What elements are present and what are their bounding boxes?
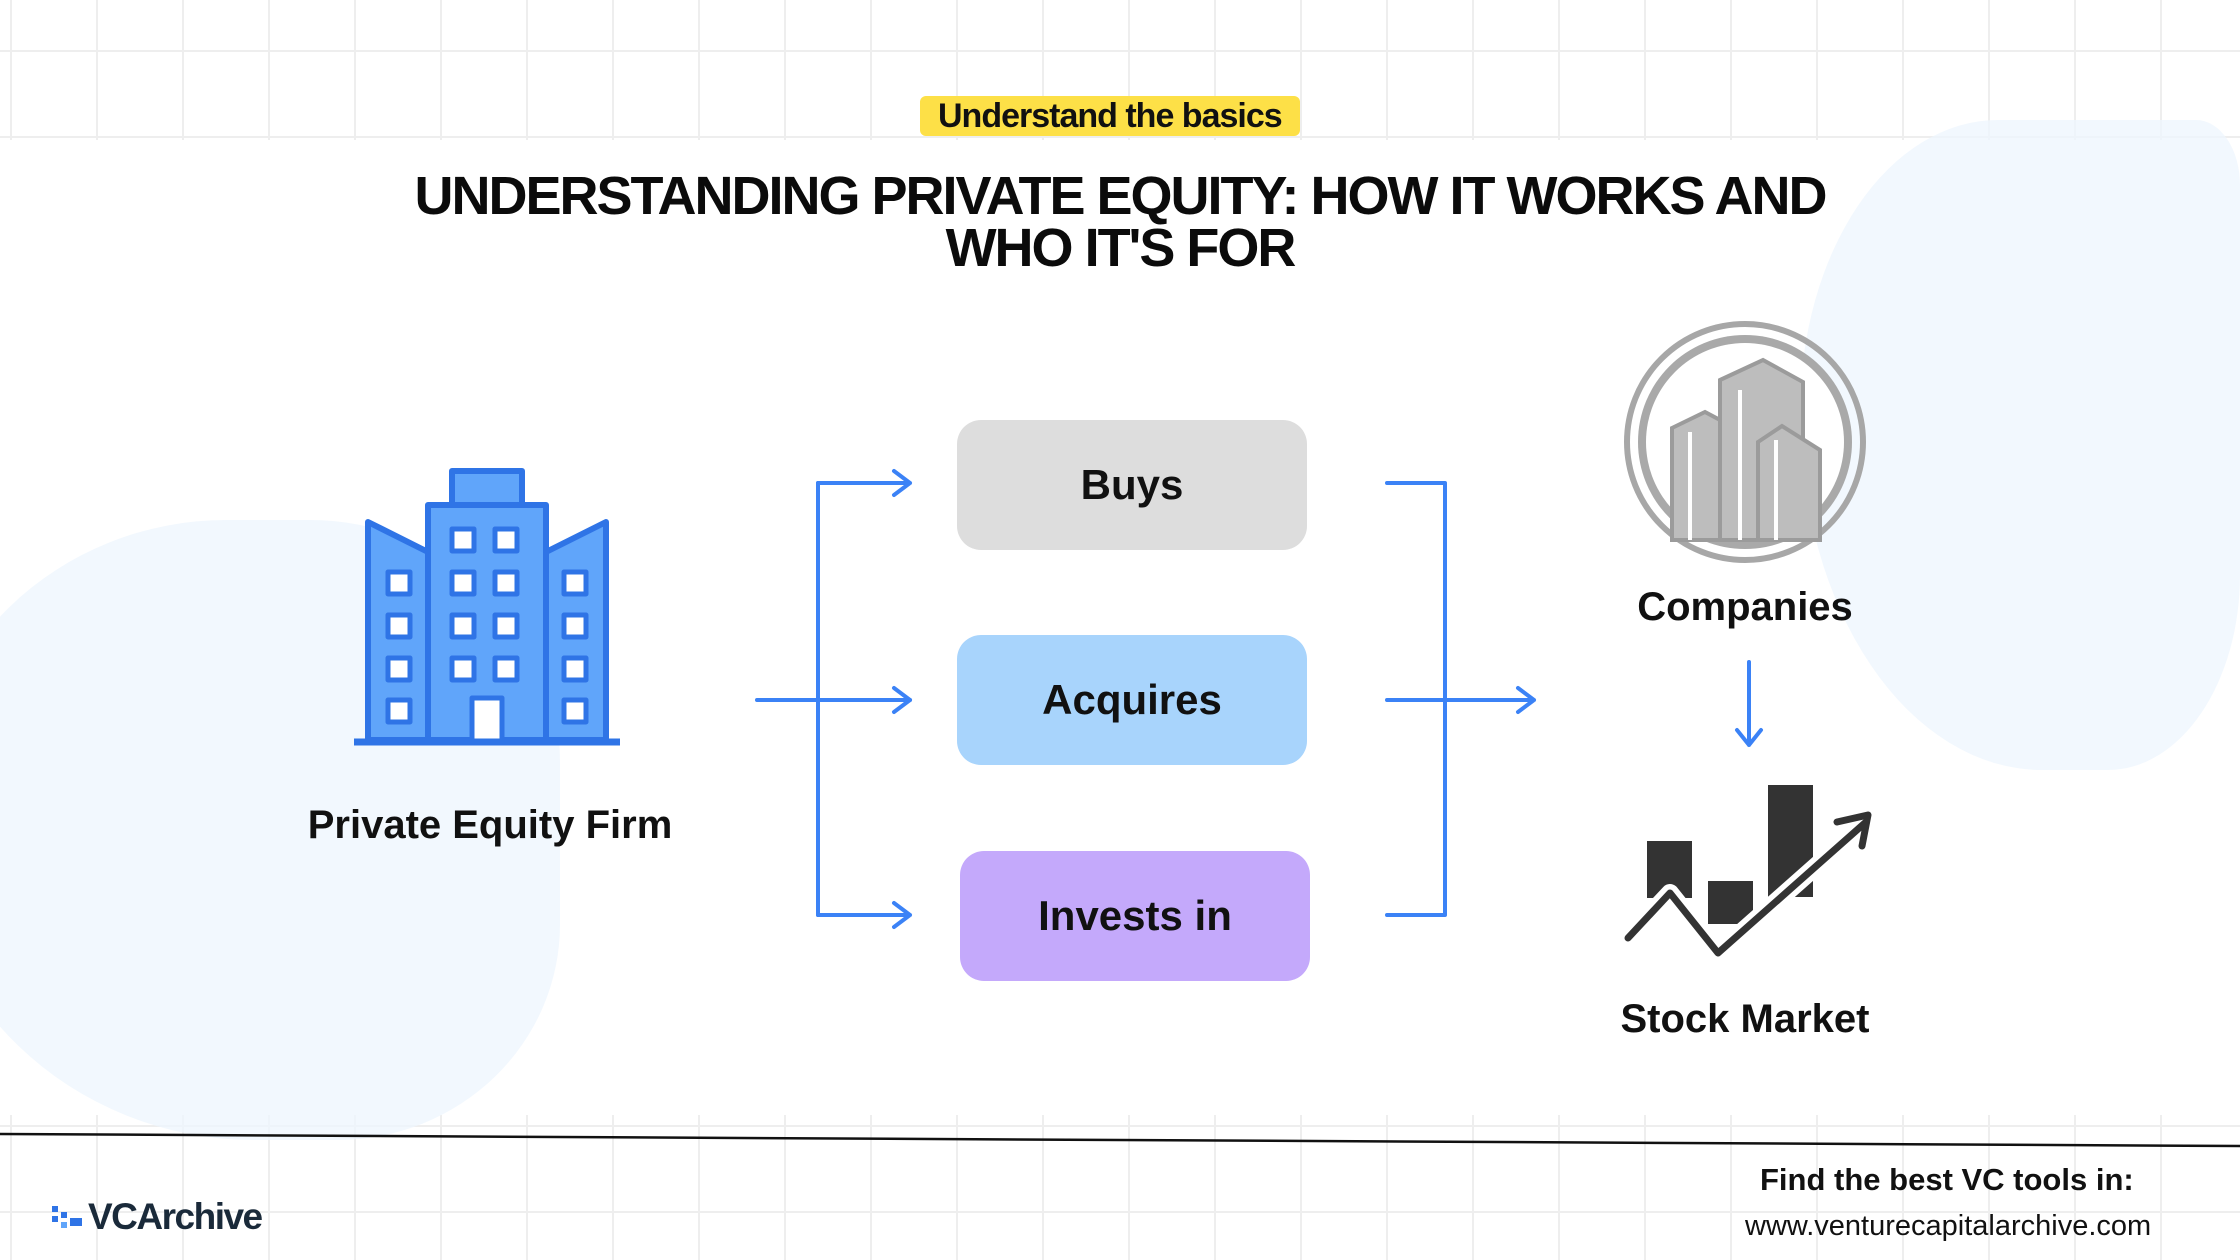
arrow-to-invests (816, 901, 912, 929)
action-invests-in: Invests in (960, 851, 1310, 981)
page-title-line-1: UNDERSTANDING PRIVATE EQUITY: HOW IT WOR… (414, 166, 1828, 226)
stock-chart-icon (1621, 785, 1872, 962)
action-buys: Buys (957, 420, 1307, 550)
action-acquires: Acquires (957, 635, 1307, 765)
office-building-icon (354, 468, 620, 746)
vcarchive-logo-icon (52, 1206, 82, 1228)
target-companies-label: Companies (1637, 585, 1853, 629)
page-title-line-2: WHO IT'S FOR (945, 218, 1297, 278)
background-blob-right (1800, 120, 2240, 770)
source-label: Private Equity Firm (307, 803, 673, 847)
page-title: UNDERSTANDING PRIVATE EQUITY: HOW IT WOR… (300, 166, 1940, 278)
target-stock-market-label: Stock Market (1620, 997, 1870, 1041)
arrow-companies-to-stock (1735, 660, 1763, 747)
arrow-to-buys (816, 469, 912, 497)
footer-cta: Find the best VC tools in: (1760, 1162, 2134, 1197)
arrow-to-companies (1385, 686, 1536, 714)
footer-url-link[interactable]: www.venturecapitalarchive.com (1745, 1210, 2152, 1242)
vcarchive-logo[interactable]: VCArchive (50, 1195, 263, 1239)
section-tag: Understand the basics (920, 96, 1300, 136)
arrow-to-acquires (892, 686, 912, 714)
skyscrapers-icon (1624, 321, 1866, 563)
logo-text: VCArchive (88, 1196, 263, 1237)
